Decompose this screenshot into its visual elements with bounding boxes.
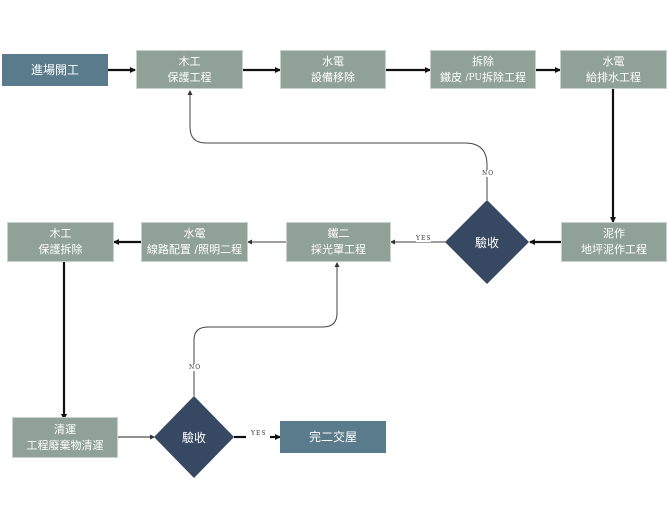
decision-diamond-2 (154, 396, 234, 478)
node-demolition: 拆除 鐵皮 /PU拆除工程 (430, 50, 536, 89)
node-masonry-line2: 地坪泥作工程 (581, 243, 647, 256)
node-iron-skylight: 鐵二 採光罩工程 (286, 222, 391, 262)
edge-label-yes-1: YES (416, 235, 432, 242)
edge-label-no-2: NO (189, 364, 202, 371)
node-iron-skylight-line1: 鐵二 (327, 227, 350, 240)
node-plumbing-relocate-line1: 水電 (322, 54, 344, 68)
node-plumbing-water-line2: 給排水工程 (586, 70, 641, 84)
edge-label-yes-2: YES (251, 430, 267, 437)
node-carpentry-protect-line2: 保護工程 (167, 70, 212, 84)
node-finish-label: 完二交屋 (308, 430, 357, 444)
node-plumbing-wiring-line2: 線路配置 /照明二程 (146, 243, 243, 256)
node-cleanup-line1: 清運 (54, 422, 76, 436)
node-carpentry-remove-line1: 木工 (49, 227, 72, 240)
node-plumbing-wiring: 水電 線路配置 /照明二程 (141, 222, 248, 262)
node-cleanup-line2: 工程廢棄物清運 (26, 438, 104, 452)
node-start-label: 進場開工 (30, 63, 79, 77)
decision-diamond-1 (445, 200, 529, 284)
node-iron-skylight-line2: 採光罩工程 (311, 243, 366, 256)
node-masonry-line1: 泥作 (603, 227, 625, 240)
node-finish: 完二交屋 (280, 421, 386, 453)
decision-2-label: 驗收 (181, 431, 206, 445)
node-plumbing-water-line1: 水電 (602, 54, 625, 68)
node-cleanup: 清運 工程廢棄物清運 (12, 417, 118, 458)
node-carpentry-protect: 木工 保護工程 (136, 50, 243, 89)
decision-1-label: 驗收 (474, 236, 499, 250)
node-plumbing-wiring-line1: 水電 (183, 227, 206, 240)
arrow-inspection1-no-loop (187, 90, 488, 200)
node-masonry: 泥作 地坪泥作工程 (561, 222, 667, 262)
node-demolition-line2: 鐵皮 /PU拆除工程 (440, 70, 526, 86)
node-plumbing-relocate-line2: 設備移除 (311, 70, 355, 84)
node-carpentry-remove: 木工 保護拆除 (7, 222, 114, 262)
node-carpentry-remove-line2: 保護拆除 (38, 243, 83, 256)
demolition-part-b: /PU (465, 72, 482, 83)
node-plumbing-water: 水電 給排水工程 (560, 50, 667, 89)
edge-label-no-1: NO (482, 170, 495, 177)
demolition-part-c: 拆除工程 (482, 70, 526, 84)
node-start: 進場開工 (2, 54, 108, 86)
arrow-inspection2-no-loop (193, 262, 340, 396)
demolition-part-a: 鐵皮 (439, 70, 462, 84)
node-carpentry-protect-line1: 木工 (178, 54, 201, 68)
node-demolition-line1: 拆除 (472, 54, 494, 68)
node-plumbing-relocate: 水電 設備移除 (280, 50, 386, 89)
